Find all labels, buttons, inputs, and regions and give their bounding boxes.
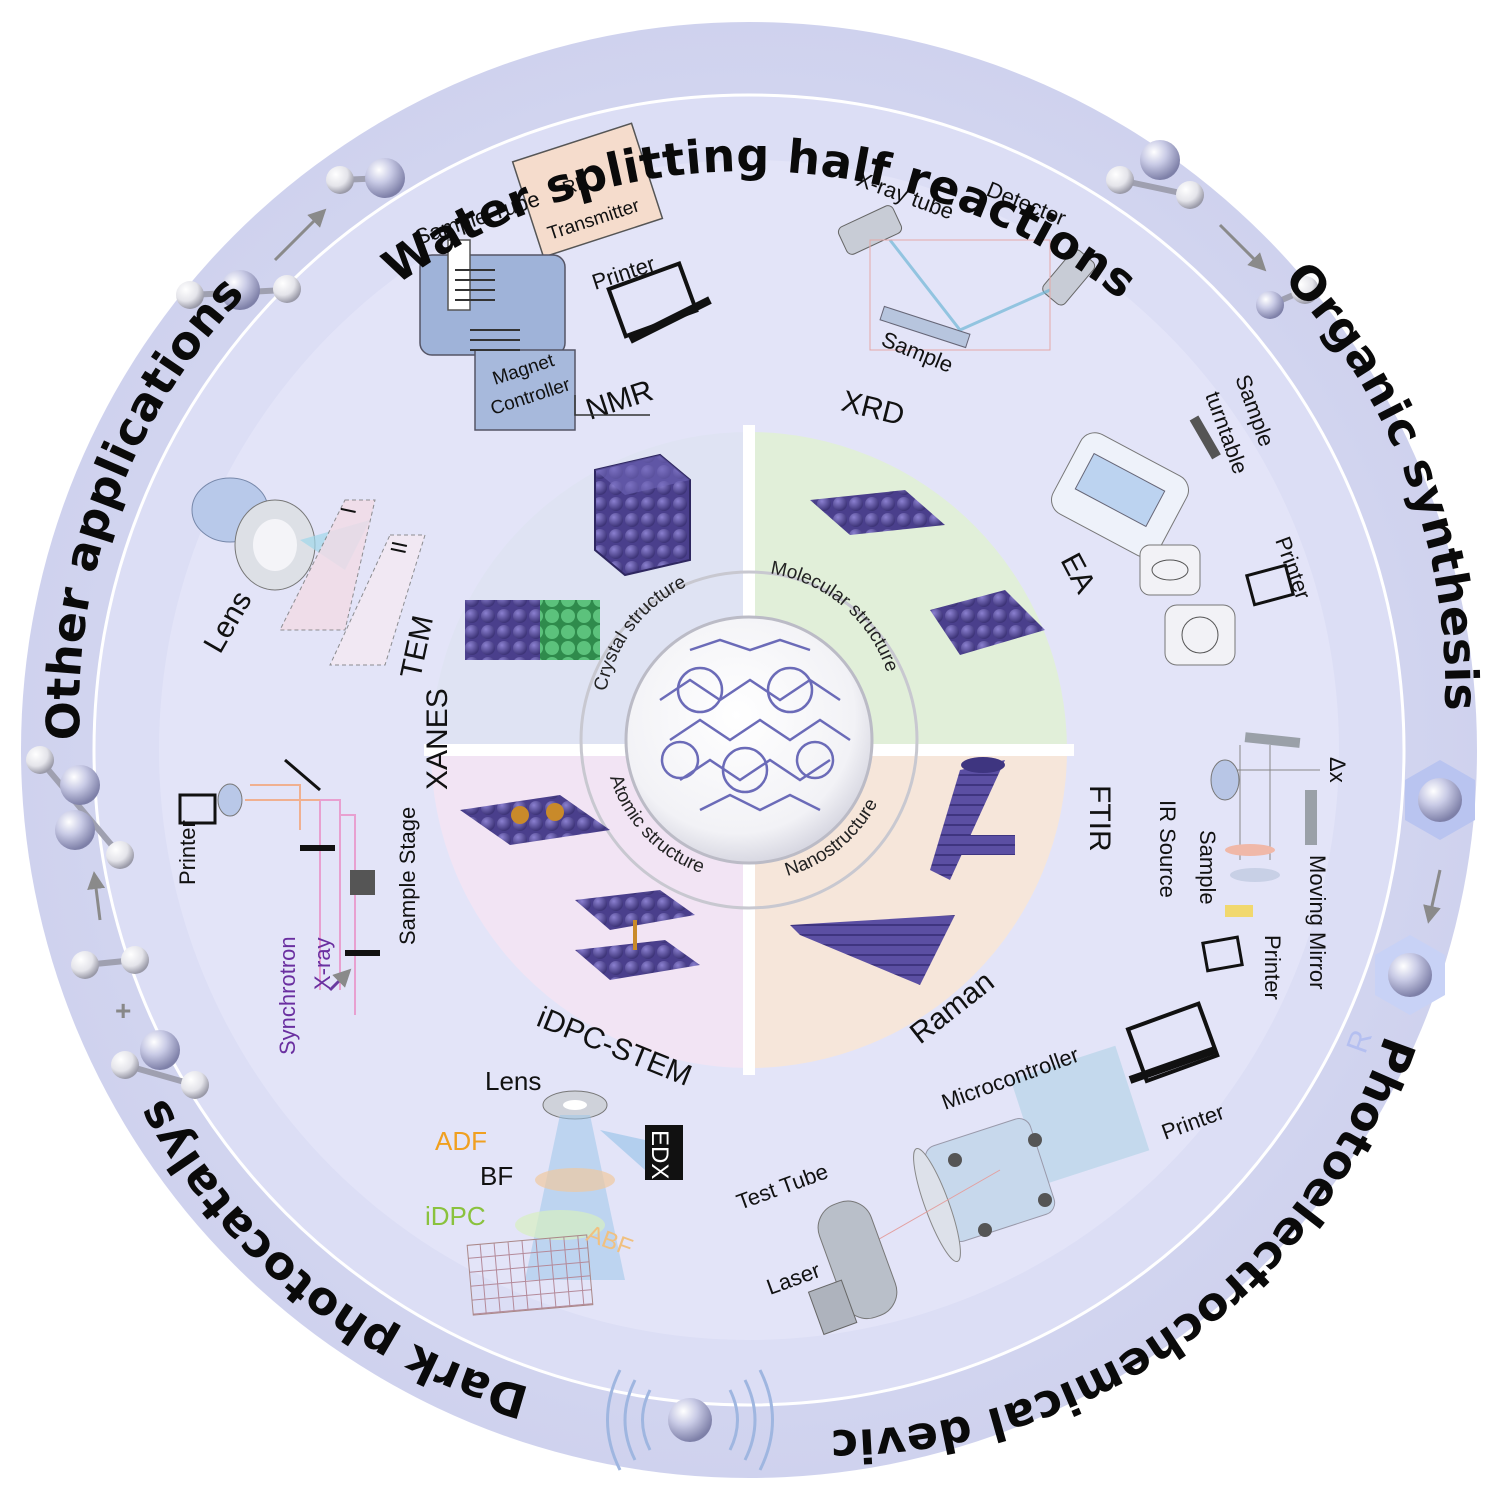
label-ftir: FTIR (1083, 785, 1116, 852)
nanosheet (790, 915, 955, 985)
xanes-xray: X-ray (310, 937, 335, 990)
core-ring (579, 570, 919, 910)
ftir-moving-mirror: Moving Mirror (1305, 855, 1330, 989)
stem-idpc: iDPC (425, 1201, 486, 1231)
plus-sign: + (115, 995, 131, 1026)
xanes-instrument: Printer Sample Stage Synchrotron X-ray (175, 758, 420, 1055)
stem-bf: BF (480, 1161, 513, 1191)
raman-instrument: Microcontroller Printer Test Tube Laser (733, 1001, 1228, 1336)
ea-instrument: Sample turntable Printer (1051, 371, 1316, 666)
stem-adf: ADF (435, 1126, 487, 1156)
xanes-sample-stage: Sample Stage (395, 807, 420, 945)
label-xanes: XANES (421, 688, 454, 790)
molecular-layer-1 (810, 490, 945, 535)
stem-edx: EDX (646, 1130, 673, 1179)
molecular-layer-2 (930, 590, 1045, 655)
stem-instrument: Lens ADF BF iDPC ABF EDX (425, 1066, 683, 1316)
xanes-synchrotron: Synchrotron (275, 936, 300, 1055)
atomic-layer-1 (460, 795, 610, 845)
tem-one: I (335, 505, 361, 516)
ftir-printer: Printer (1260, 935, 1285, 1000)
ftir-instrument: Δx IR Source Sample Moving Mirror Printe… (1155, 732, 1350, 1000)
nanotube (930, 757, 1015, 880)
g-c3n4-lattice (659, 638, 851, 812)
ftir-dx: Δx (1325, 757, 1350, 783)
xanes-printer: Printer (175, 820, 200, 885)
ftir-ir-source: IR Source (1155, 800, 1180, 898)
stem-lens: Lens (485, 1066, 541, 1096)
core-sphere (624, 615, 874, 865)
molecule-icons (26, 140, 1475, 1471)
crystal-slab (465, 600, 600, 660)
crystal-cube (594, 453, 691, 577)
tem-two: II (385, 539, 412, 556)
atomic-layer-2 (575, 890, 700, 980)
ftir-sample: Sample (1195, 830, 1220, 905)
